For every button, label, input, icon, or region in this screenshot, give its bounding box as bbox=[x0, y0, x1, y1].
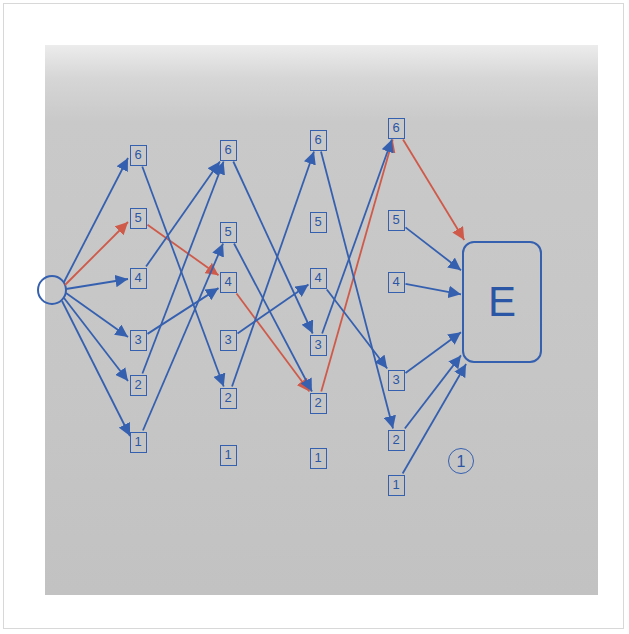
transition-arrow bbox=[321, 140, 392, 392]
state-box: 2 bbox=[220, 388, 237, 409]
state-number: 4 bbox=[392, 275, 399, 289]
state-box: 5 bbox=[310, 212, 327, 233]
transition-arrow bbox=[142, 167, 223, 387]
state-number: 3 bbox=[224, 333, 231, 347]
state-box: 1 bbox=[220, 445, 237, 466]
state-number: 6 bbox=[134, 148, 141, 162]
transition-arrow bbox=[148, 288, 219, 334]
state-box: 2 bbox=[130, 375, 147, 396]
state-number: 6 bbox=[392, 121, 399, 135]
start-lines bbox=[62, 158, 130, 436]
state-number: 5 bbox=[314, 215, 321, 229]
state-number: 1 bbox=[134, 435, 141, 449]
state-box: 6 bbox=[310, 130, 327, 151]
transition-arrow bbox=[405, 355, 461, 428]
state-box: 6 bbox=[220, 140, 237, 161]
transition-arrow bbox=[238, 285, 309, 334]
state-box: 3 bbox=[130, 330, 147, 351]
state-box: 4 bbox=[310, 268, 327, 289]
transition-arrow bbox=[143, 244, 223, 431]
state-number: 3 bbox=[392, 373, 399, 387]
state-number: 1 bbox=[224, 448, 231, 462]
state-box: 4 bbox=[130, 268, 147, 289]
state-number: 2 bbox=[392, 433, 399, 447]
transition-arrow bbox=[232, 152, 314, 387]
transition-arrow bbox=[322, 140, 392, 334]
callout-number: 1 bbox=[448, 448, 474, 474]
state-box: 6 bbox=[388, 118, 405, 139]
state-number: 6 bbox=[314, 133, 321, 147]
state-box: 4 bbox=[220, 272, 237, 293]
state-box: 4 bbox=[388, 272, 405, 293]
transition-arrow bbox=[403, 140, 464, 241]
state-number: 2 bbox=[224, 391, 231, 405]
state-number: 4 bbox=[224, 275, 231, 289]
state-number: 1 bbox=[392, 478, 399, 492]
state-number: 4 bbox=[134, 271, 141, 285]
transition-arrow bbox=[146, 162, 220, 267]
state-number: 6 bbox=[224, 143, 231, 157]
state-box: 2 bbox=[388, 430, 405, 451]
transition-arrow bbox=[406, 227, 462, 270]
state-box: 3 bbox=[388, 370, 405, 391]
state-number: 3 bbox=[314, 338, 321, 352]
state-box: 3 bbox=[220, 330, 237, 351]
end-box: E bbox=[462, 241, 542, 363]
state-box: 1 bbox=[130, 432, 147, 453]
state-box: 6 bbox=[130, 145, 147, 166]
state-box: 5 bbox=[220, 222, 237, 243]
state-number: 4 bbox=[314, 271, 321, 285]
state-number: 1 bbox=[314, 451, 321, 465]
state-box: 2 bbox=[310, 393, 327, 414]
transition-arrow bbox=[406, 284, 462, 294]
state-box: 5 bbox=[388, 210, 405, 231]
transition-arrow bbox=[142, 162, 223, 374]
state-number: 2 bbox=[134, 378, 141, 392]
state-box: 3 bbox=[310, 335, 327, 356]
transition-arrow bbox=[321, 152, 393, 429]
end-label: E bbox=[488, 279, 516, 325]
state-number: 5 bbox=[134, 211, 141, 225]
state-number: 3 bbox=[134, 333, 141, 347]
start-circle bbox=[38, 276, 66, 304]
state-number: 5 bbox=[224, 225, 231, 239]
transition-arrow bbox=[327, 290, 387, 369]
state-box: 5 bbox=[130, 208, 147, 229]
state-number: 5 bbox=[392, 213, 399, 227]
state-number: 2 bbox=[314, 396, 321, 410]
state-box: 1 bbox=[310, 448, 327, 469]
state-box: 1 bbox=[388, 475, 405, 496]
transition-arrow bbox=[234, 244, 312, 392]
